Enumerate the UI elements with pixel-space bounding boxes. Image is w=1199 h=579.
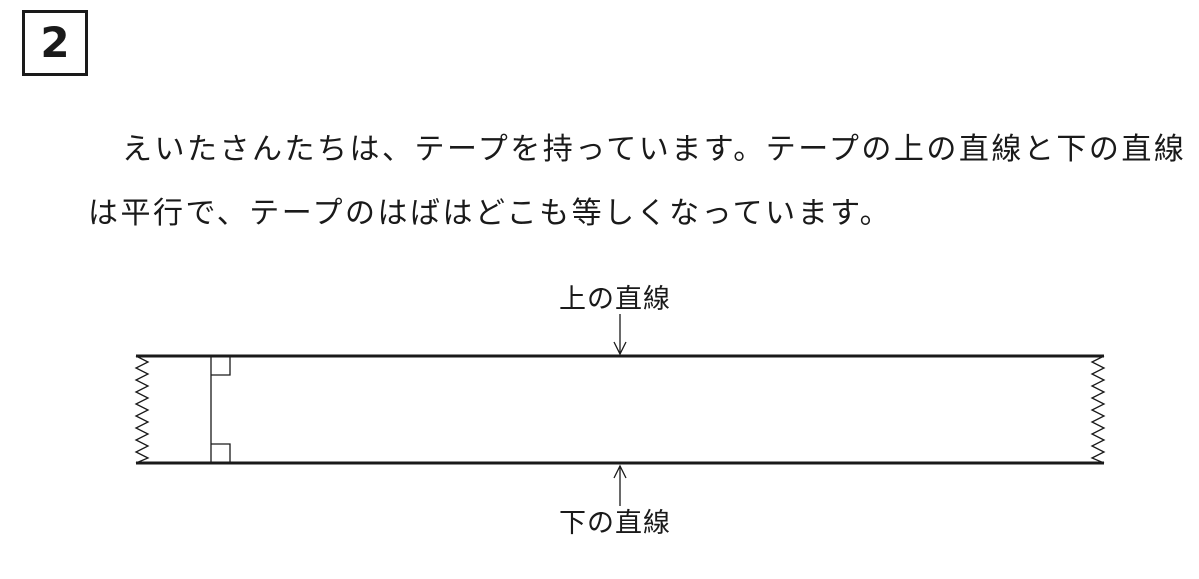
right-torn-edge bbox=[1090, 355, 1106, 464]
right-angle-mark-top bbox=[211, 356, 231, 376]
problem-text-line-1: えいたさんたちは、テープを持っています。テープの上の直線と下の直線 bbox=[122, 132, 1187, 167]
top-label-arrowhead bbox=[613, 341, 627, 356]
right-angle-mark-bottom bbox=[211, 443, 231, 463]
problem-text-line-2: は平行で、テープのはばはどこも等しくなっています。 bbox=[88, 196, 893, 231]
problem-number-box: 2 bbox=[22, 10, 88, 76]
bottom-line-label: 下の直線 bbox=[559, 508, 671, 539]
bottom-label-arrowhead bbox=[613, 464, 627, 479]
problem-number: 2 bbox=[40, 18, 70, 67]
problem-statement: えいたさんたちは、テープを持っています。テープの上の直線と下の直線 は平行で、テ… bbox=[88, 118, 1187, 246]
left-torn-edge bbox=[134, 355, 150, 464]
top-line-label: 上の直線 bbox=[559, 284, 671, 315]
